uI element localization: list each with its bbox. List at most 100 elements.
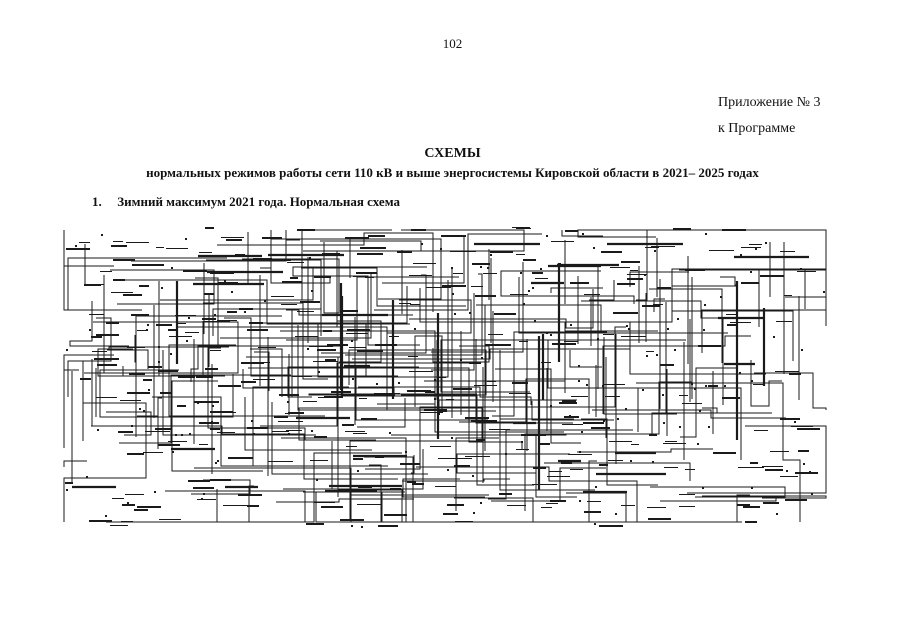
substation-node: [663, 422, 665, 424]
substation-node: [654, 250, 656, 252]
substation-label-mark: [295, 336, 318, 337]
substation-label-mark: [357, 253, 383, 255]
substation-node: [546, 332, 548, 334]
substation-label-mark: [297, 229, 315, 231]
substation-label-mark: [469, 362, 481, 364]
substation-node: [597, 338, 599, 340]
substation-label-mark: [471, 286, 483, 287]
substation-label-mark: [708, 385, 718, 387]
transmission-line: [119, 374, 291, 444]
substation-label-mark: [205, 368, 218, 370]
substation-label-mark: [100, 271, 112, 272]
substation-label-mark: [483, 273, 497, 274]
substation-node: [559, 263, 561, 265]
transmission-line: [137, 413, 159, 417]
substation-label-mark: [168, 329, 176, 331]
substation-node: [161, 287, 163, 289]
substation-label-mark: [177, 323, 186, 324]
substation-label-mark: [584, 294, 600, 295]
substation-node: [101, 234, 103, 236]
substation-node: [750, 271, 752, 273]
substation-label-mark: [663, 443, 686, 444]
substation-node: [389, 432, 391, 434]
substation-node: [307, 348, 309, 350]
substation-label-mark: [227, 311, 237, 313]
substation-label-mark: [390, 488, 401, 489]
transmission-line: [168, 344, 325, 417]
substation-label-mark: [205, 227, 214, 229]
substation-label-mark: [780, 251, 795, 252]
transmission-line: [687, 437, 827, 494]
substation-label-mark: [509, 393, 531, 394]
substation-label-mark: [110, 525, 128, 526]
substation-label-mark: [651, 246, 675, 247]
substation-node: [189, 433, 191, 435]
substation-label-mark: [131, 314, 149, 316]
substation-label-mark: [512, 382, 528, 384]
substation-label-mark: [765, 469, 783, 471]
substation-label-mark: [145, 431, 170, 432]
substation-label-mark: [438, 458, 457, 459]
substation-label-mark: [158, 370, 178, 372]
substation-label-mark: [286, 430, 302, 431]
substation-node: [480, 502, 482, 504]
substation-node: [352, 378, 354, 380]
substation-label-mark: [199, 422, 219, 424]
transmission-line: [431, 262, 524, 353]
substation-label-mark: [475, 295, 496, 297]
substation-label-mark: [603, 334, 614, 335]
substation-label-mark: [356, 272, 377, 274]
substation-label-mark: [126, 242, 149, 243]
transmission-line: [337, 320, 382, 363]
substation-label-mark: [599, 464, 608, 466]
substation-label-mark: [621, 505, 635, 506]
transmission-line: [357, 398, 406, 428]
substation-node: [146, 329, 148, 331]
substation-label-mark: [474, 385, 497, 386]
transmission-line: [592, 409, 786, 419]
substation-node: [703, 329, 705, 331]
substation-label-mark: [627, 278, 643, 280]
substation-label-mark: [166, 248, 188, 249]
substation-label-mark: [540, 443, 550, 445]
substation-node: [264, 300, 266, 302]
substation-label-mark: [297, 311, 314, 312]
substation-node: [487, 267, 489, 269]
substation-label-mark: [143, 452, 163, 453]
substation-label-mark: [137, 506, 161, 508]
substation-node: [211, 421, 213, 423]
substation-label-mark: [89, 520, 112, 522]
substation-label-mark: [507, 505, 526, 506]
substation-label-mark: [741, 282, 759, 284]
transmission-line: [106, 411, 152, 436]
substation-node: [376, 383, 378, 385]
substation-label-mark: [571, 396, 588, 397]
substation-label-mark: [204, 321, 230, 322]
substation-label-mark: [797, 271, 816, 272]
substation-label-mark: [762, 466, 783, 467]
substation-node: [801, 349, 803, 351]
substation-node: [316, 479, 318, 481]
substation-node: [550, 334, 552, 336]
substation-node: [139, 408, 141, 410]
substation-label-mark: [125, 494, 144, 495]
substation-label-mark: [156, 324, 172, 326]
substation-node: [215, 462, 217, 464]
substation-node: [708, 426, 710, 428]
transmission-line: [603, 337, 677, 415]
transmission-line: [308, 393, 420, 396]
substation-node: [603, 420, 605, 422]
transmission-line: [577, 229, 685, 238]
substation-label-mark: [682, 403, 702, 404]
substation-label-mark: [679, 395, 688, 396]
transmission-line: [292, 266, 427, 324]
transmission-line: [63, 244, 114, 267]
transmission-line: [157, 397, 162, 449]
substation-label-mark: [359, 398, 367, 399]
substation-node: [434, 398, 436, 400]
substation-label-mark: [737, 504, 750, 506]
substation-node: [217, 460, 219, 462]
substation-label-mark: [159, 519, 181, 520]
substation-label-mark: [274, 416, 288, 418]
substation-node: [244, 311, 246, 313]
